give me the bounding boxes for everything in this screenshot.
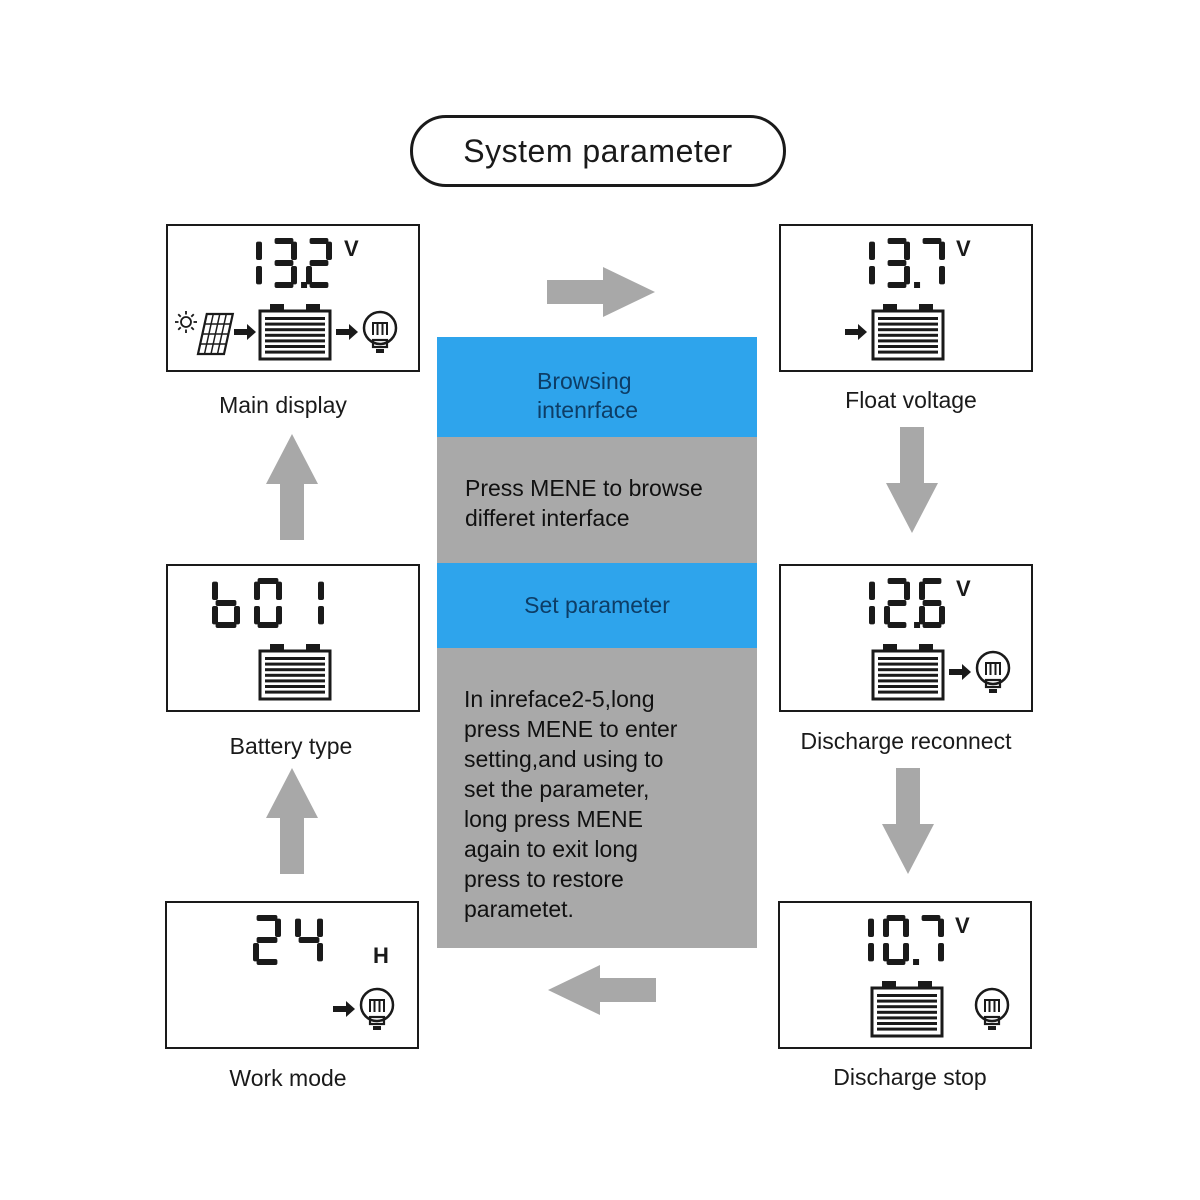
float-voltage-caption: Float voltage xyxy=(845,387,977,413)
arrow-right-icon xyxy=(547,267,655,317)
set-text-line: long press MENE xyxy=(464,806,643,832)
lcd-unit: V xyxy=(344,236,359,261)
lcd-unit: V xyxy=(956,236,971,261)
browsing-text-line: Press MENE to browse xyxy=(465,475,703,501)
browsing-heading-line: intenrface xyxy=(537,397,639,423)
set-text-line: press to restore xyxy=(464,866,624,892)
set-text-line: press MENE to enter xyxy=(464,716,678,742)
lcd-unit: V xyxy=(956,576,971,601)
lcd-digits xyxy=(869,578,945,628)
battery-icon xyxy=(871,304,945,361)
set-text-line: In inreface2-5,long xyxy=(464,686,655,712)
flow-arrow-icon xyxy=(333,1001,355,1017)
work-mode-screen: H xyxy=(165,901,419,1049)
lamp-icon xyxy=(974,987,1010,1030)
set-parameter-text-panel: In inreface2-5,long press MENE to enter … xyxy=(437,648,757,948)
lcd-digits xyxy=(869,238,945,288)
arrow-up-icon xyxy=(266,434,318,540)
discharge-reconnect-caption: Discharge reconnect xyxy=(800,728,1012,754)
set-text-line: setting,and using to xyxy=(464,746,664,772)
set-parameter-heading: Set parameter xyxy=(524,592,670,618)
set-text-line: again to exit long xyxy=(464,836,638,862)
browsing-heading-line: Browsing xyxy=(537,368,632,394)
browsing-text-panel: Press MENE to browse differet interface xyxy=(437,437,757,563)
discharge-stop-caption: Discharge stop xyxy=(833,1064,987,1090)
discharge-reconnect-screen: V xyxy=(779,564,1033,712)
set-text-line: set the parameter, xyxy=(464,776,650,802)
arrow-down-icon xyxy=(886,427,938,533)
battery-icon xyxy=(871,644,945,701)
browsing-text-line: differet interface xyxy=(465,505,630,531)
lcd-digits xyxy=(253,915,323,965)
main-display-caption: Main display xyxy=(219,392,347,418)
set-parameter-heading-panel: Set parameter xyxy=(437,563,757,648)
arrow-down-icon xyxy=(882,768,934,874)
arrow-left-icon xyxy=(548,965,656,1015)
flow-arrow-icon xyxy=(336,324,358,340)
lcd-digits xyxy=(212,578,324,628)
float-voltage-screen: V xyxy=(779,224,1033,372)
battery-type-caption: Battery type xyxy=(229,733,353,759)
set-text-line: parametet. xyxy=(464,896,574,922)
lamp-icon xyxy=(359,987,395,1030)
sun-icon xyxy=(175,311,197,333)
battery-type-screen xyxy=(166,564,420,712)
main-display-screen: V xyxy=(166,224,420,372)
solar-panel-icon xyxy=(196,312,235,356)
lamp-icon xyxy=(362,310,398,353)
lcd-unit: H xyxy=(373,943,389,968)
arrow-up-icon xyxy=(266,768,318,874)
battery-icon xyxy=(258,304,332,361)
lcd-unit: V xyxy=(955,913,970,938)
battery-icon xyxy=(870,981,944,1038)
work-mode-caption: Work mode xyxy=(229,1065,347,1091)
lamp-icon xyxy=(975,650,1011,693)
page-title: System parameter xyxy=(410,115,786,187)
battery-icon xyxy=(258,644,332,701)
flow-arrow-icon xyxy=(845,324,867,340)
discharge-stop-screen: V xyxy=(778,901,1032,1049)
lcd-digits xyxy=(256,238,332,288)
flow-arrow-icon xyxy=(234,324,256,340)
browsing-heading-panel: Browsing intenrface xyxy=(437,337,757,437)
lcd-digits xyxy=(868,915,944,965)
flow-arrow-icon xyxy=(949,664,971,680)
